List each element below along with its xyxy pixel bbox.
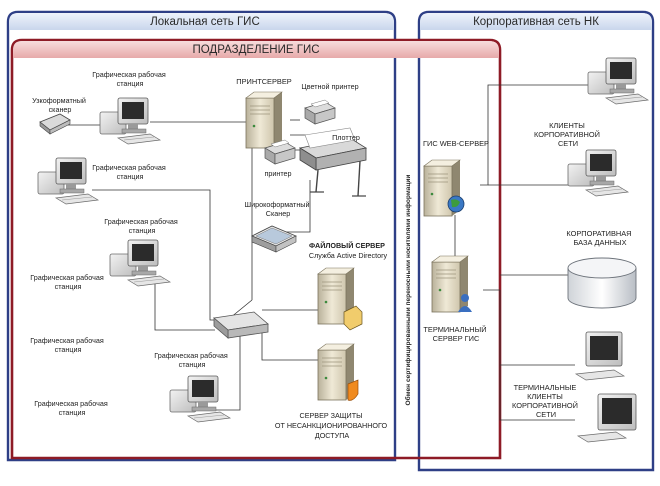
narrow-scanner-label: Узкоформатный сканер [32, 96, 88, 114]
terminal-server: ТЕРМИНАЛЬНЫЙ СЕРВЕР ГИС [423, 255, 488, 343]
local-network-title: Локальная сеть ГИС [150, 16, 260, 28]
workstation-2: Графическая рабочая станция [37, 157, 168, 205]
workstation-6-label: Графическая рабочая станция [154, 351, 230, 369]
security-server: СЕРВЕР ЗАЩИТЫ ОТ НЕСАНКЦИОНИРОВАННОГО ДО… [275, 343, 389, 440]
plotter: Плоттер [298, 127, 368, 197]
color-printer-label: Цветной принтер [301, 82, 358, 91]
workstation-3: Графическая рабочая станция [104, 217, 180, 287]
workstation-2-label: Графическая рабочая станция [92, 163, 168, 181]
terminal-clients-label: ТЕРМИНАЛЬНЫЕ КЛИЕНТЫ КОРПОРАТИВНОЙ СЕТИ [512, 383, 580, 419]
workstation-1-label: Графическая рабочая станция [92, 70, 168, 88]
workstation-3-label: Графическая рабочая станция [104, 217, 180, 235]
subdivision-panel: ПОДРАЗДЕЛЕНИЕ ГИС [10, 38, 502, 460]
terminal-client-1 [574, 331, 626, 381]
workstation-1: Графическая рабочая станция [92, 70, 168, 145]
narrow-scanner: Узкоформатный сканер [32, 96, 88, 135]
wide-scanner: Широкоформатный Сканер [245, 200, 312, 253]
file-server-label: ФАЙЛОВЫЙ СЕРВЕР Служба Active Directory [309, 241, 388, 260]
print-server: ПРИНТСЕРВЕР [236, 77, 292, 149]
workstation-7: Графическая рабочая станция [34, 399, 110, 417]
terminal-client-2 [576, 393, 637, 443]
terminal-server-label: ТЕРМИНАЛЬНЫЙ СЕРВЕР ГИС [423, 325, 488, 343]
workstation-4: Графическая рабочая станция [30, 273, 106, 291]
workstation-4-label: Графическая рабочая станция [30, 273, 106, 291]
printer: принтер [264, 139, 296, 178]
workstation-7-label: Графическая рабочая станция [34, 399, 110, 417]
color-printer: Цветной принтер [301, 82, 359, 125]
database-label: КОРПОРАТИВНАЯ БАЗА ДАННЫХ [566, 229, 633, 247]
gis-web-server-label: ГИС WEB-СЕРВЕР [423, 139, 489, 148]
clients-label: КЛИЕНТЫ КОРПОРАТИВНОЙ СЕТИ [534, 121, 602, 148]
wide-scanner-label: Широкоформатный Сканер [245, 200, 312, 218]
exchange-label: Обмен сертифицированными переносными нос… [404, 175, 412, 406]
corporate-database: КОРПОРАТИВНАЯ БАЗА ДАННЫХ [566, 229, 637, 309]
workstation-5-label: Графическая рабочая станция [30, 336, 106, 354]
plotter-label: Плоттер [332, 133, 360, 142]
subdivision-title: ПОДРАЗДЕЛЕНИЕ ГИС [192, 44, 319, 56]
print-server-label: ПРИНТСЕРВЕР [236, 77, 291, 86]
workstation-6: Графическая рабочая станция [154, 351, 231, 423]
network-switch [213, 311, 269, 339]
workstation-5: Графическая рабочая станция [30, 336, 106, 354]
corporate-network-title: Корпоративная сеть НК [473, 16, 599, 28]
printer-label: принтер [264, 169, 291, 178]
security-server-label: СЕРВЕР ЗАЩИТЫ ОТ НЕСАНКЦИОНИРОВАННОГО ДО… [275, 411, 389, 440]
file-server: ФАЙЛОВЫЙ СЕРВЕР Служба Active Directory [309, 241, 388, 331]
gis-web-server: ГИС WEB-СЕРВЕР [423, 139, 489, 217]
